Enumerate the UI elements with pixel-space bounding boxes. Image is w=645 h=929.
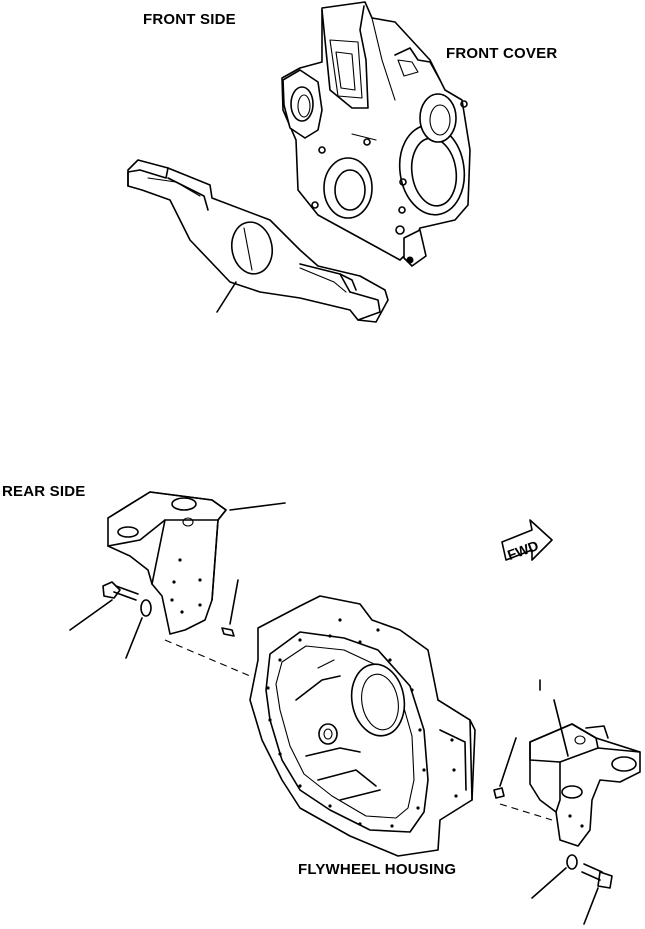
flywheel-housing-label: FLYWHEEL HOUSING <box>298 861 457 878</box>
front-cover-part <box>281 1 471 267</box>
front-side-label: FRONT SIDE <box>143 11 236 28</box>
fwd-arrow-icon: FWD <box>501 519 553 563</box>
front-plate-part <box>127 159 389 323</box>
flywheel-housing-part <box>249 595 476 857</box>
rear-left-bracket-part <box>69 491 286 677</box>
front-cover-label: FRONT COVER <box>446 45 558 62</box>
rear-right-bracket-part <box>493 679 641 925</box>
rear-side-label: REAR SIDE <box>2 483 86 500</box>
